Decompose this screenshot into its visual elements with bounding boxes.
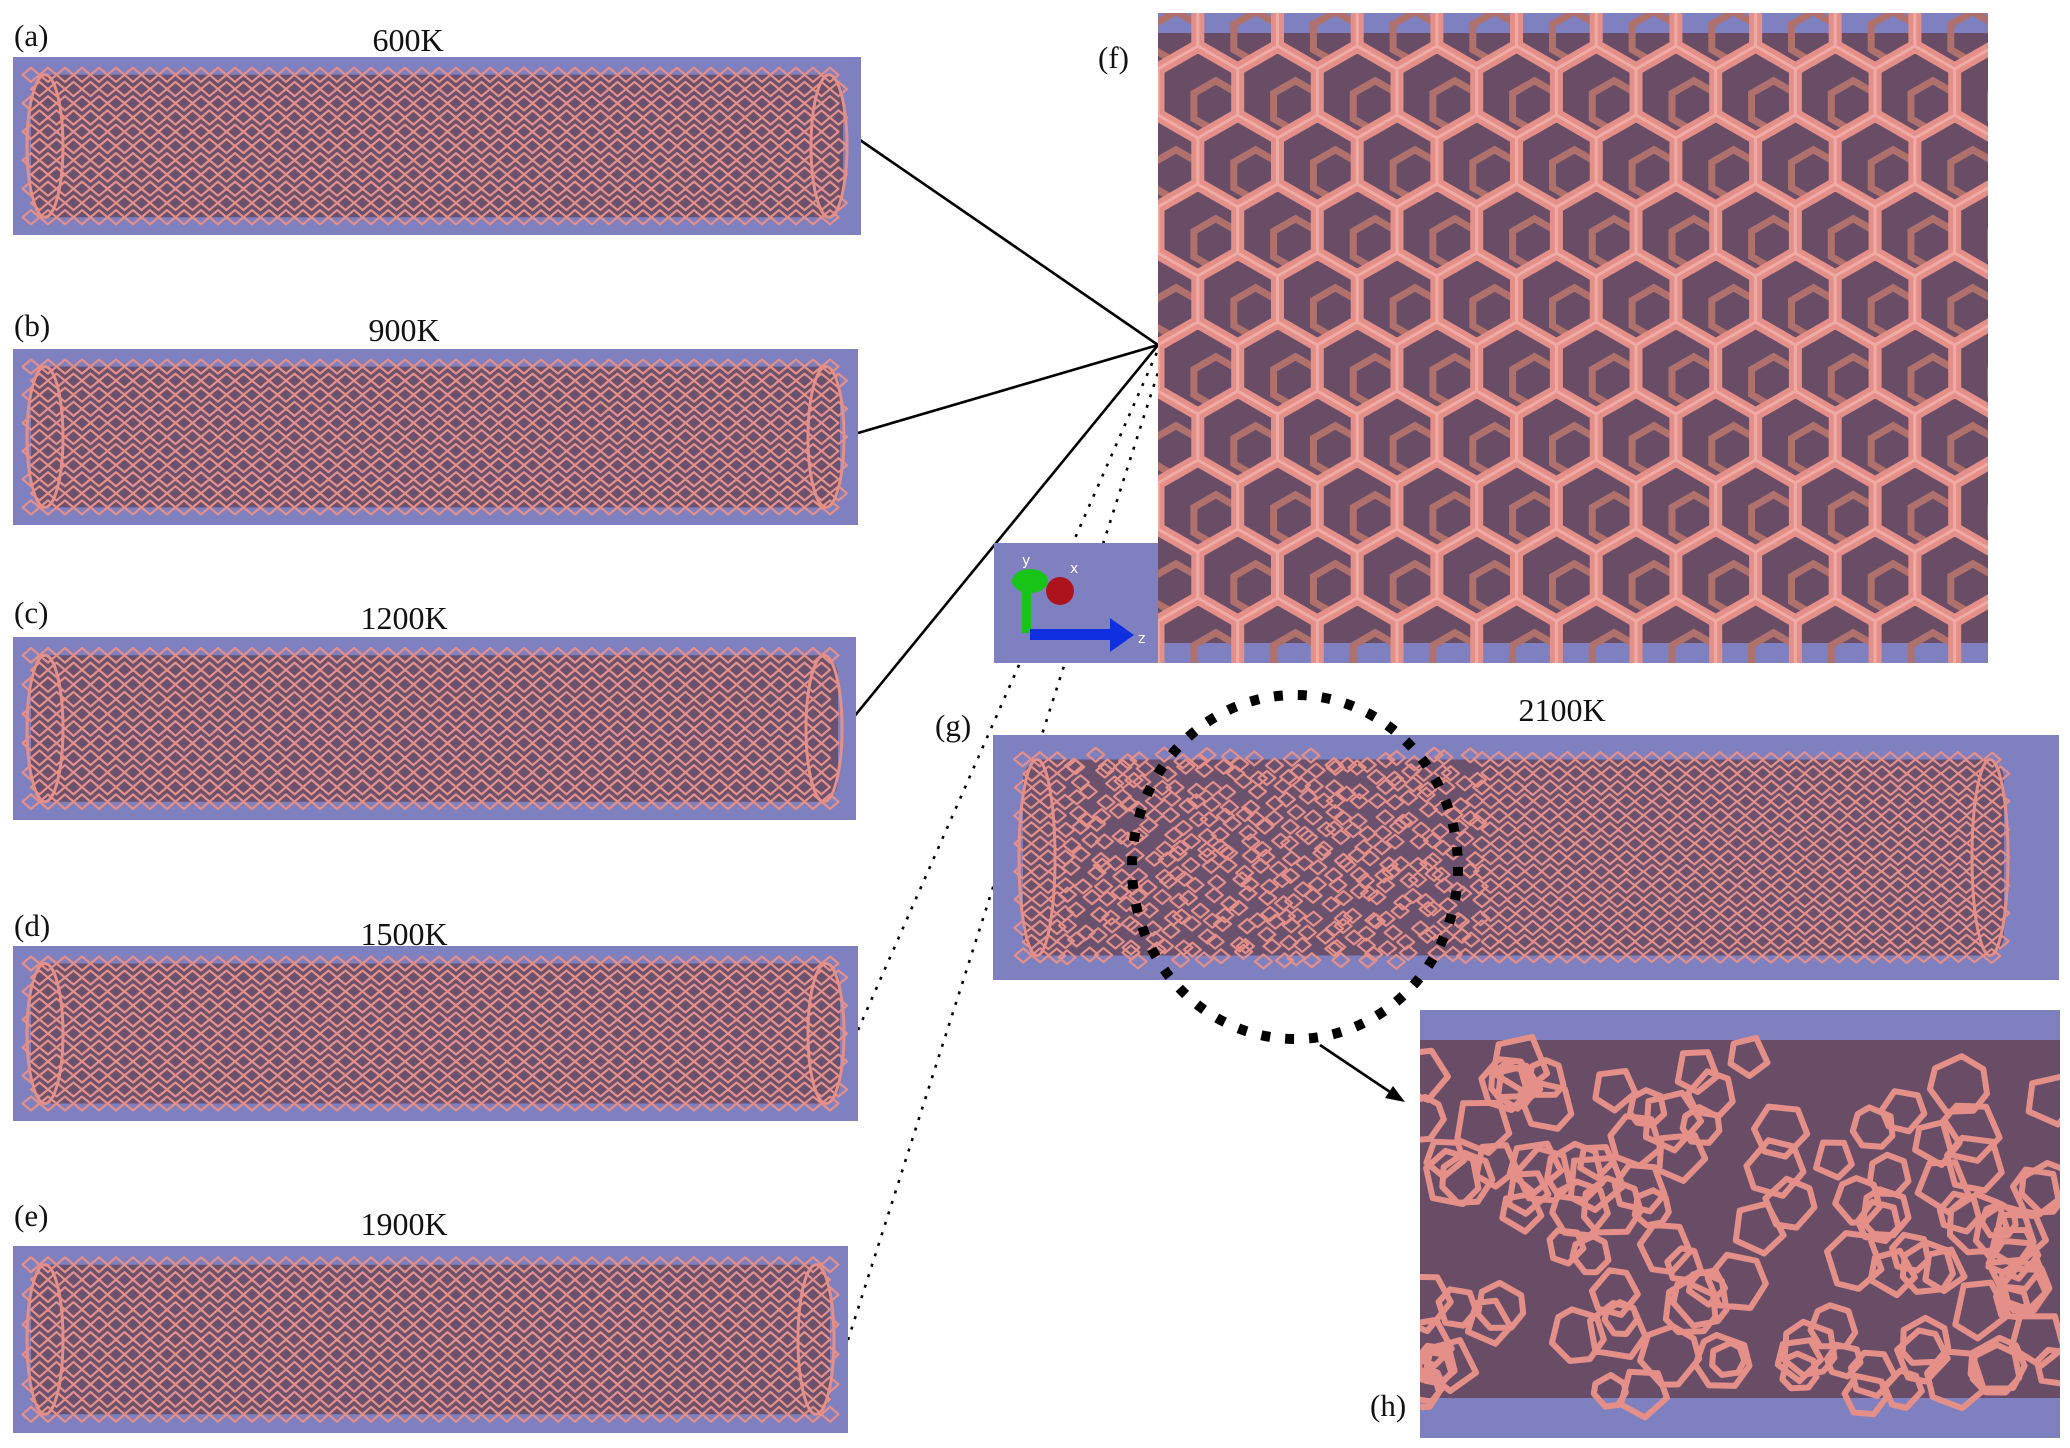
x-axis-arrow [1046,577,1074,605]
panel-d-nanotube [13,946,858,1121]
label-a: (a) [14,18,49,53]
label-e: (e) [14,1198,49,1233]
connector-b-to-f [857,343,1159,435]
label-g: (g) [935,708,972,743]
z-axis-arrow [1030,629,1112,640]
z-axis-label: z [1138,631,1145,647]
defect-highlight-circle [1127,690,1463,1044]
panel-a-nanotube [13,57,861,235]
y-axis-arrow [1022,581,1031,633]
label-d: (d) [14,908,51,943]
label-h: (h) [1370,1388,1407,1423]
axis-orientation-indicator: x y z [994,543,1158,663]
panel-f-zoomed-lattice [1158,13,1988,663]
temperature-a: 600K [372,22,444,58]
temperature-d: 1500K [360,916,448,952]
temperature-c: 1200K [360,600,448,636]
temperature-b: 900K [368,312,440,348]
panel-b-nanotube [13,349,858,525]
x-axis-label: x [1070,561,1078,577]
label-b: (b) [14,308,51,343]
panel-c-nanotube [13,637,856,820]
label-c: (c) [14,595,49,630]
temperature-e: 1900K [360,1206,448,1242]
label-f: (f) [1098,40,1129,75]
panel-e-nanotube [13,1246,848,1433]
y-axis-label: y [1022,553,1030,569]
panel-g-nanotube-2100k [993,735,2059,980]
panel-h-defect-closeup [1420,1010,2060,1438]
connector-a-to-f [859,138,1159,347]
temperature-g: 2100K [1518,692,1606,728]
arrow-head [1385,1086,1405,1102]
